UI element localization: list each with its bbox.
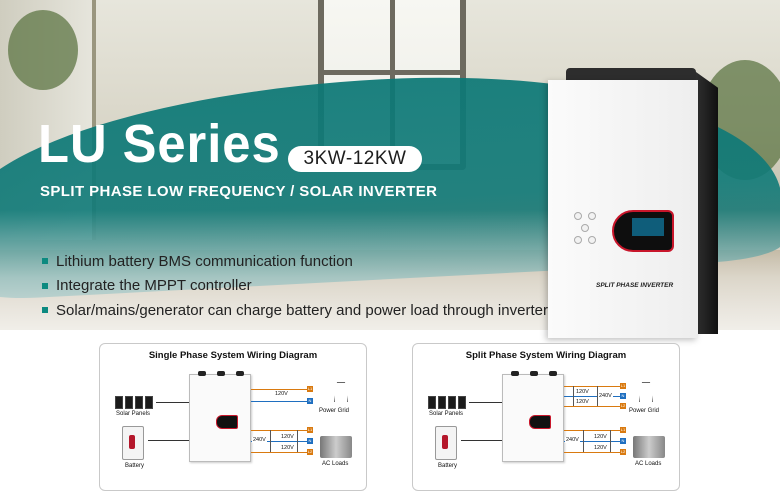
feature-item: Solar/mains/generator can charge battery…	[42, 298, 548, 323]
split-phase-wiring-diagram: Split Phase System Wiring Diagram Solar …	[412, 343, 680, 491]
inverter-product-image: SPLIT PHASE INVERTER	[548, 62, 720, 338]
inverter-label: SPLIT PHASE INVERTER	[596, 282, 674, 289]
single-phase-wiring-diagram: Single Phase System Wiring Diagram Solar…	[99, 343, 367, 491]
ac-loads-icon	[320, 436, 352, 458]
series-title: LU Series	[38, 114, 281, 174]
power-grid-label: Power Grid	[629, 408, 660, 414]
feature-item: Lithium battery BMS communication functi…	[42, 249, 548, 274]
battery-label: Battery	[438, 463, 458, 469]
diagram-title: Split Phase System Wiring Diagram	[465, 350, 627, 361]
power-range-badge: 3KW-12KW	[288, 146, 422, 172]
bullet-icon	[42, 282, 48, 289]
diagram-title: Single Phase System Wiring Diagram	[148, 350, 318, 361]
battery-icon	[435, 426, 457, 460]
battery-icon	[122, 426, 144, 460]
solar-panels-label: Solar Panels	[429, 411, 464, 417]
feature-list: Lithium battery BMS communication functi…	[42, 249, 548, 323]
ac-loads-label: AC Loads	[322, 461, 349, 467]
ac-loads-label: AC Loads	[635, 461, 662, 467]
bullet-icon	[42, 258, 48, 265]
bullet-icon	[42, 307, 48, 314]
power-tower-icon	[639, 374, 653, 402]
background-plant	[8, 10, 78, 90]
inverter-lcd-screen	[632, 218, 664, 236]
ac-loads-icon	[633, 436, 665, 458]
solar-panels-label: Solar Panels	[116, 411, 151, 417]
power-grid-label: Power Grid	[319, 408, 350, 414]
solar-panels-icon	[428, 396, 466, 409]
inverter-buttons	[568, 208, 608, 250]
battery-label: Battery	[125, 463, 145, 469]
feature-item: Integrate the MPPT controller	[42, 274, 548, 299]
power-tower-icon	[334, 374, 348, 402]
inverter-icon	[189, 371, 251, 462]
solar-panels-icon	[115, 396, 153, 409]
inverter-icon	[502, 371, 564, 462]
product-subtitle: SPLIT PHASE LOW FREQUENCY / SOLAR INVERT…	[40, 183, 438, 200]
